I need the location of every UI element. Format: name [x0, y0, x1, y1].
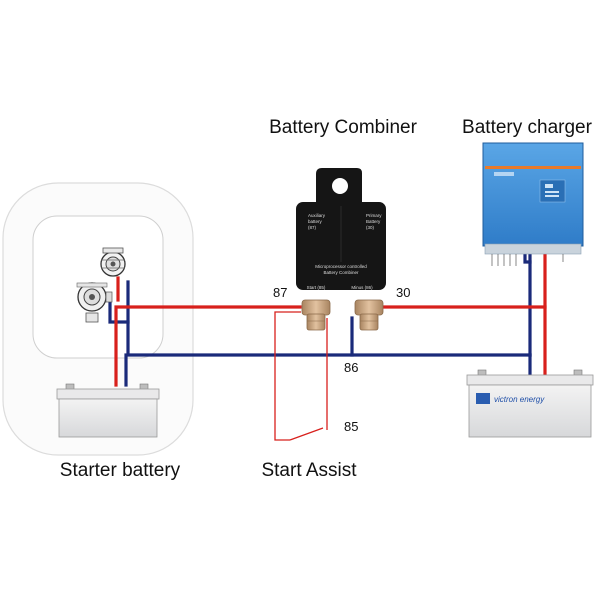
victron-logo-icon	[476, 393, 490, 404]
combiner-terminal-87	[301, 299, 331, 331]
start-assist-wire	[274, 311, 328, 441]
combiner-label-line2: Battery Combiner	[323, 270, 359, 275]
positive-wires	[114, 248, 547, 387]
starter-motor	[76, 282, 113, 323]
terminal-86-label: 86	[344, 360, 358, 375]
combiner-right-terminal-label: Minus (86)	[351, 285, 373, 290]
battery-combiner: Auxiliary battery (87) Primary Battery (…	[296, 168, 386, 290]
terminal-87-label: 87	[273, 285, 287, 300]
starter-battery	[56, 383, 160, 438]
start-assist-title: Start Assist	[261, 460, 357, 481]
alternator	[100, 247, 126, 277]
victron-brand-text: victron energy	[494, 395, 545, 404]
service-battery: victron energy	[466, 369, 594, 438]
svg-text:Auxiliary: Auxiliary	[308, 213, 326, 218]
battery-charger-title: Battery charger	[462, 117, 593, 138]
combiner-left-terminal-label: Start (85)	[307, 285, 326, 290]
starter-battery-title: Starter battery	[60, 460, 181, 481]
battery-combiner-title: Battery Combiner	[269, 117, 418, 138]
svg-text:(30): (30)	[366, 225, 375, 230]
terminal-85-label: 85	[344, 419, 358, 434]
svg-text:Battery: Battery	[366, 219, 381, 224]
svg-text:(87): (87)	[308, 225, 317, 230]
combiner-terminal-30	[354, 299, 384, 331]
terminal-30-label: 30	[396, 285, 410, 300]
svg-text:Primary: Primary	[366, 213, 382, 218]
battery-charger	[482, 142, 584, 266]
svg-text:battery: battery	[308, 219, 323, 224]
combiner-label-line1: Microprocessor controlled	[315, 264, 367, 269]
